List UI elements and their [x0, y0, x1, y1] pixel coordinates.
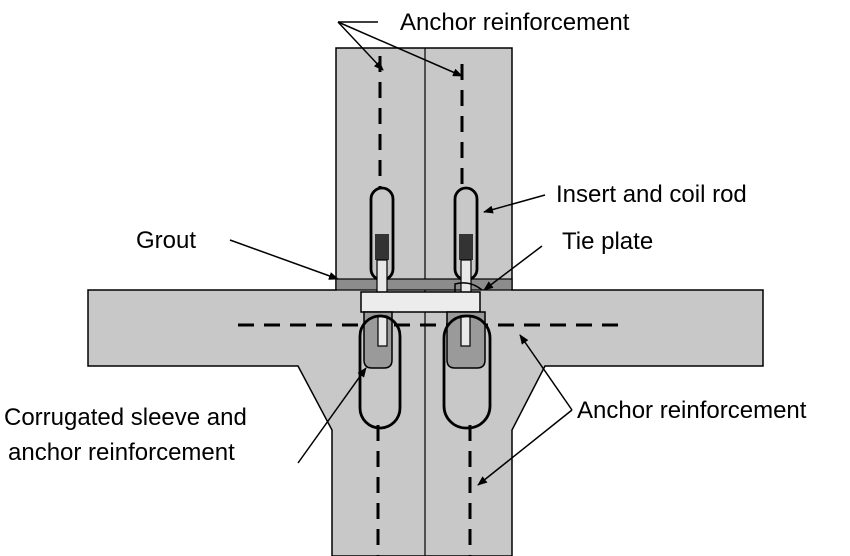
- label-anchor-right: Anchor reinforcement: [577, 397, 807, 424]
- upper-right-insert-body: [459, 234, 473, 260]
- anchor-top-leader-b: [337, 21, 463, 77]
- anchor-right-leader-b: [477, 409, 573, 486]
- tie-plate-leader: [483, 245, 543, 291]
- tie-plate-weld: [454, 282, 483, 292]
- left-lower-rod: [377, 315, 388, 347]
- upper-left-insert-body: [375, 234, 389, 260]
- label-grout: Grout: [136, 227, 196, 254]
- insert-coil-leader: [483, 194, 546, 214]
- labels: Anchor reinforcement Insert and coil rod…: [4, 9, 807, 466]
- leader-lines: [229, 21, 573, 486]
- label-tie-plate: Tie plate: [562, 228, 653, 255]
- corrugated-sleeves: [358, 311, 492, 430]
- label-anchor-top: Anchor reinforcement: [400, 9, 630, 36]
- grout-leader: [229, 239, 339, 280]
- anchor-reinforcement-bars: [238, 56, 625, 556]
- right-anchor-loop: [442, 314, 492, 430]
- label-corrugated-line2: anchor reinforcement: [8, 439, 235, 466]
- anchor-top-leader-a: [337, 21, 384, 71]
- label-corrugated-line1: Corrugated sleeve and: [4, 404, 247, 431]
- tie-plate: [360, 291, 481, 313]
- corrugated-leader: [297, 367, 367, 464]
- grout-bed: [335, 278, 513, 291]
- label-insert-coil: Insert and coil rod: [556, 181, 747, 208]
- anchor-right-leader-a: [519, 334, 573, 411]
- right-lower-rod: [460, 315, 471, 347]
